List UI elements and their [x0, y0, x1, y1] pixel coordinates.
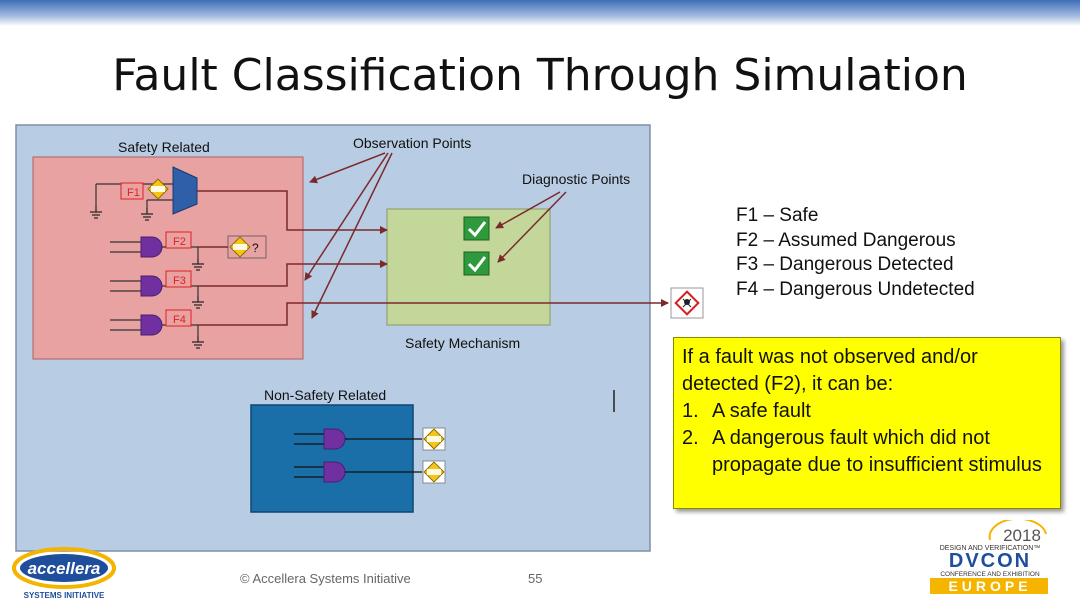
fault-legend: F1 – Safe F2 – Assumed Dangerous F3 – Da…	[736, 204, 975, 302]
page-number: 55	[528, 571, 543, 586]
svg-text:F1: F1	[127, 187, 140, 199]
note-item-text: A safe fault	[712, 400, 811, 422]
wire-f4-output	[198, 299, 669, 326]
fault-tag-f4	[165, 309, 192, 327]
note-item: 1. A safe fault	[682, 398, 1052, 425]
safety-related-label: Safety Related	[118, 139, 210, 155]
diag-arrow-1	[495, 191, 561, 229]
top-gradient-bar	[0, 0, 1080, 26]
note-item-number: 1.	[682, 400, 699, 422]
wire-f3-output	[198, 260, 388, 287]
and-gate-icon	[323, 428, 346, 450]
non-safety-block	[250, 404, 414, 513]
fault-tag-f1	[120, 182, 144, 200]
svg-text:EUROPE: EUROPE	[948, 578, 1031, 594]
svg-text:DESIGN AND VERIFICATION™: DESIGN AND VERIFICATION™	[940, 545, 1041, 552]
svg-text:F3: F3	[173, 275, 186, 287]
hazard-icon	[670, 287, 704, 319]
svg-text:F4: F4	[173, 314, 186, 326]
legend-item: F4 – Dangerous Undetected	[736, 278, 975, 300]
legend-item: F2 – Assumed Dangerous	[736, 229, 956, 251]
note-item: 2. A dangerous fault which did not propa…	[682, 425, 1052, 479]
fault-tag-f3	[165, 270, 192, 288]
question-mark: ?	[252, 241, 259, 255]
svg-text:F2: F2	[173, 236, 186, 248]
and-gate-icon	[323, 461, 346, 483]
footer-copyright: © Accellera Systems Initiative	[240, 571, 411, 586]
note-box: If a fault was not observed and/or detec…	[673, 337, 1061, 509]
observation-points-label: Observation Points	[353, 135, 471, 151]
mux-symbol	[172, 166, 198, 215]
diagnostic-points-label: Diagnostic Points	[522, 171, 630, 187]
note-intro: If a fault was not observed and/or detec…	[682, 346, 978, 395]
legend-item: F3 – Dangerous Detected	[736, 254, 954, 275]
check-icon	[463, 251, 490, 276]
accellera-logo: accellera SYSTEMS INITIATIVE	[12, 547, 116, 600]
and-gate-icon	[140, 236, 163, 258]
safety-mechanism-label: Safety Mechanism	[405, 335, 520, 351]
note-item-text: A dangerous fault which did not propagat…	[712, 427, 1042, 476]
legend-item: F1 – Safe	[736, 205, 819, 226]
svg-text:DVCON: DVCON	[949, 550, 1031, 572]
and-gate-icon	[140, 314, 163, 336]
note-item-number: 2.	[682, 427, 699, 449]
obs-arrow-3	[311, 152, 393, 319]
dvcon-logo: 2018 DESIGN AND VERIFICATION™ DVCON CONF…	[930, 520, 1048, 594]
svg-text:SYSTEMS INITIATIVE: SYSTEMS INITIATIVE	[24, 591, 105, 600]
svg-text:CONFERENCE AND EXHIBITION: CONFERENCE AND EXHIBITION	[940, 571, 1040, 578]
svg-text:accellera: accellera	[28, 559, 101, 578]
svg-text:2018: 2018	[1003, 526, 1041, 545]
non-safety-related-label: Non-Safety Related	[264, 387, 386, 403]
obs-arrow-1	[309, 152, 386, 184]
fault-tag-f2	[165, 231, 192, 249]
diag-arrow-2	[497, 191, 567, 263]
and-gate-icon	[140, 275, 163, 297]
obs-arrow-2	[304, 152, 389, 281]
slide-title: Fault Classification Through Simulation	[112, 50, 968, 101]
check-icon	[463, 216, 490, 241]
